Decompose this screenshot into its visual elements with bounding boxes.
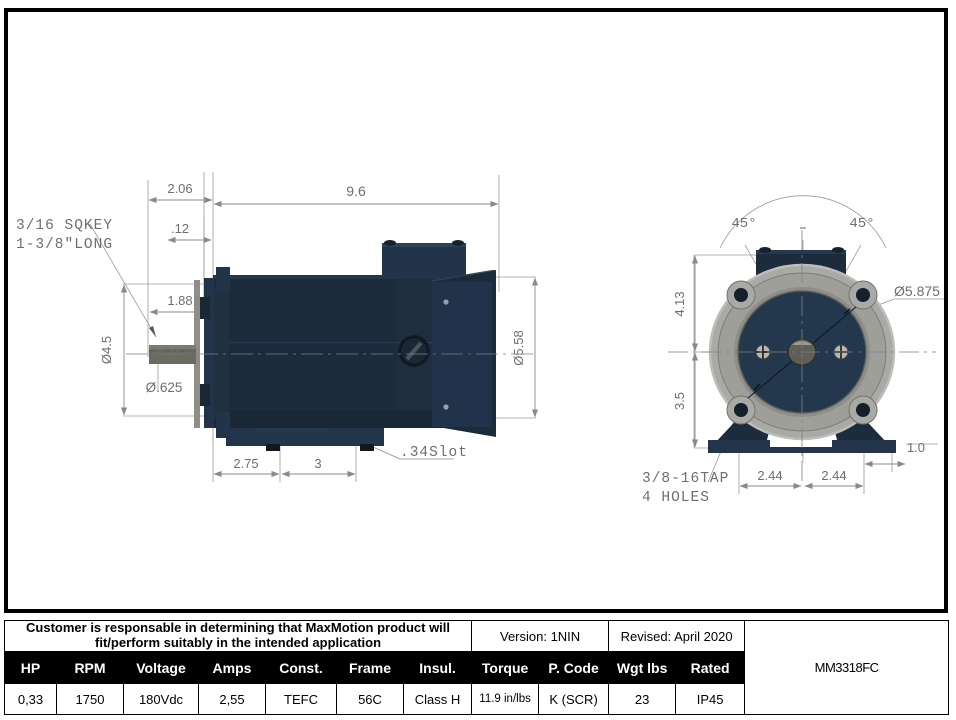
- value-voltage: 180Vdc: [123, 683, 199, 715]
- col-header-voltage: Voltage: [123, 651, 199, 684]
- motor-end-view: 45° 45° 4.13 3.5 Ø5.875: [642, 195, 944, 506]
- value-rpm: 1750: [56, 683, 124, 715]
- dim-4-13: 4.13: [672, 255, 699, 352]
- dim-0-12: .12: [167, 221, 212, 244]
- note-tap-line1: 3/8-16TAP: [642, 471, 729, 487]
- col-header-torque: Torque: [471, 651, 540, 684]
- dim-label-dia-0-625: Ø.625: [146, 380, 183, 395]
- dim-label-9-6: 9.6: [346, 183, 366, 199]
- dim-label-dia-5-875: Ø5.875: [894, 283, 940, 299]
- technical-drawing-canvas: 2.06 9.6 .12 1.88 Ø4.5: [16, 172, 944, 506]
- value-wgt: 23: [608, 683, 677, 715]
- revised-cell: Revised: April 2020: [608, 620, 746, 652]
- dim-label-2-44-right: 2.44: [821, 468, 846, 483]
- model-number: MM3318FC: [744, 620, 950, 715]
- note-sqkey-line1: 3/16 SQKEY: [16, 218, 113, 234]
- disclaimer-cell: Customer is responsable in determining t…: [3, 620, 473, 652]
- value-insul: Class H: [402, 683, 473, 715]
- note-sqkey: 3/16 SQKEY 1-3/8"LONG: [16, 218, 157, 338]
- value-torque: 11.9 in/lbs: [471, 683, 540, 715]
- dim-label-3: 3: [314, 456, 321, 471]
- dim-2-44-right: 2.44: [804, 468, 864, 490]
- value-const: TEFC: [265, 683, 337, 715]
- dim-label-1-0: 1.0: [907, 440, 925, 455]
- note-tap-line2: 4 HOLES: [642, 490, 710, 506]
- dim-label-2-44-left: 2.44: [757, 468, 782, 483]
- dim-dia-5-58: Ø5.58: [511, 277, 539, 418]
- dim-label-angle-left: 45°: [731, 216, 756, 232]
- drawing-frame: 2.06 9.6 .12 1.88 Ø4.5: [4, 8, 948, 613]
- table-note-row: Customer is responsable in determining t…: [3, 620, 950, 715]
- bolt-hole: [856, 288, 870, 302]
- bolt-hole: [734, 403, 748, 417]
- dim-1-0: 1.0: [864, 440, 925, 468]
- dim-label-dia-4-5: Ø4.5: [99, 336, 114, 364]
- col-header-rpm: RPM: [56, 651, 124, 684]
- table-value-row: 0,33 1750 180Vdc 2,55 TEFC 56C Class H 1…: [4, 683, 949, 715]
- dim-label-4-13: 4.13: [672, 291, 687, 316]
- bolt-hole: [734, 288, 748, 302]
- bolt-hole: [856, 403, 870, 417]
- dim-label-1-88: 1.88: [167, 293, 192, 308]
- dim-label-3-5: 3.5: [672, 392, 687, 410]
- value-amps: 2,55: [198, 683, 266, 715]
- note-tap: 3/8-16TAP 4 HOLES: [642, 415, 737, 506]
- col-header-insul: Insul.: [402, 651, 473, 684]
- dim-label-2-06: 2.06: [167, 181, 192, 196]
- value-hp: 0,33: [4, 683, 57, 715]
- dim-3: 3: [281, 456, 356, 478]
- dim-2-75: 2.75: [213, 456, 280, 478]
- value-frame: 56C: [336, 683, 404, 715]
- note-slot-label: .34Slot: [400, 445, 468, 461]
- dim-label-angle-right: 45°: [849, 216, 874, 232]
- value-rated: IP45: [675, 683, 746, 715]
- dim-label-0-12: .12: [171, 221, 189, 236]
- col-header-amps: Amps: [198, 651, 266, 684]
- dim-3-5: 3.5: [672, 352, 699, 448]
- col-header-frame: Frame: [336, 651, 404, 684]
- dim-2-44-left: 2.44: [739, 468, 802, 490]
- motor-side-view: [126, 240, 538, 451]
- version-cell: Version: 1NIN: [471, 620, 610, 652]
- dim-2-06: 2.06: [148, 181, 213, 204]
- note-slot: .34Slot: [365, 443, 468, 461]
- motor-shaft: [149, 345, 196, 364]
- dim-9-6: 9.6: [213, 183, 499, 208]
- note-sqkey-line2: 1-3/8"LONG: [16, 237, 113, 253]
- col-header-hp: HP: [4, 651, 57, 684]
- col-header-const: Const.: [265, 651, 337, 684]
- dim-label-2-75: 2.75: [233, 456, 258, 471]
- col-header-wgt: Wgt lbs: [608, 651, 677, 684]
- specification-table: Customer is responsable in determining t…: [3, 620, 950, 716]
- value-pcode: K (SCR): [538, 683, 610, 715]
- dim-dia-4-5: Ø4.5: [99, 284, 128, 416]
- dim-label-dia-5-58: Ø5.58: [511, 330, 526, 365]
- col-header-rated: Rated: [675, 651, 746, 684]
- col-header-pcode: P. Code: [538, 651, 610, 684]
